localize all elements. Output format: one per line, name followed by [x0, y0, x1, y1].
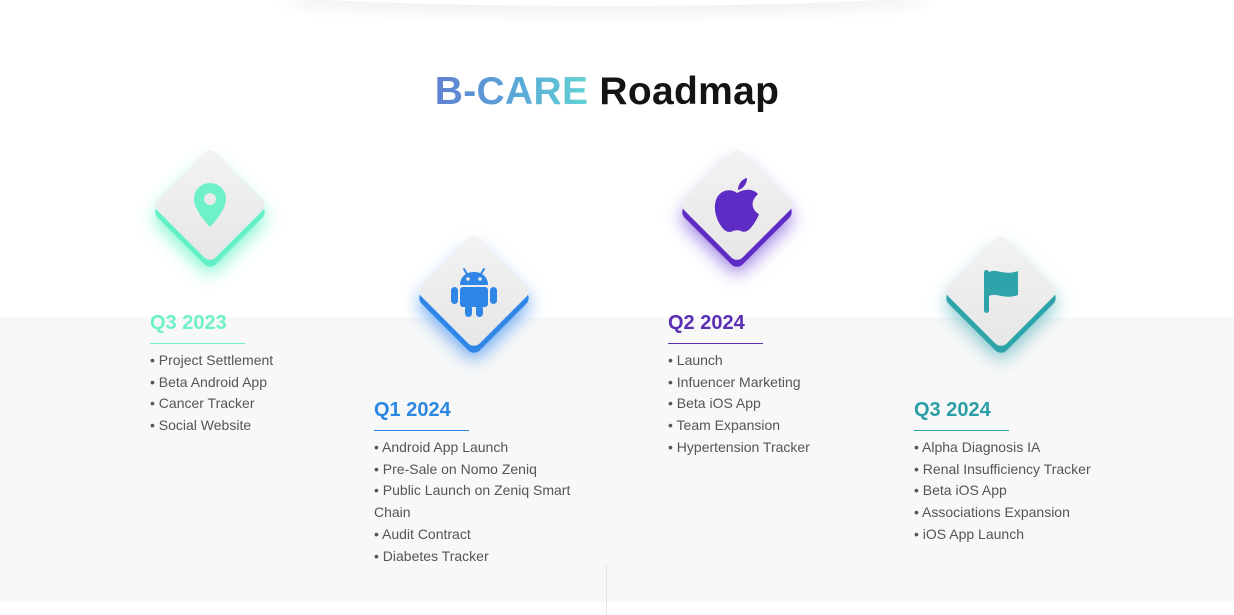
roadmap-background-band — [0, 317, 1234, 602]
list-item: • Android App Launch — [374, 439, 509, 455]
list-item: • Associations Expansion — [914, 504, 1070, 521]
phase-items: • Launch • Infuencer Marketing • Beta iO… — [668, 350, 898, 459]
list-item: • Beta iOS App — [668, 395, 761, 412]
phase-q2-2024: Q2 2024 • Launch • Infuencer Marketing •… — [668, 312, 898, 459]
phase-q1-2024-badge — [414, 231, 534, 351]
list-item: • Infuencer Marketing — [668, 373, 801, 390]
phase-q2-2024-badge — [677, 145, 797, 265]
phase-underline — [668, 343, 763, 344]
map-pin-icon — [194, 183, 226, 227]
phase-q3-2024: Q3 2024 • Alpha Diagnosis IA • Renal Ins… — [914, 399, 1144, 546]
phase-items: • Android App Launch • Pre-Sale on Nomo … — [374, 437, 604, 567]
page-title: B-CARE Roadmap — [0, 70, 1214, 114]
list-item: • Pre-Sale on Nomo Zeniq — [374, 460, 537, 477]
phase-underline — [914, 430, 1009, 431]
flag-icon — [984, 270, 1018, 313]
list-item: • Audit Contract — [374, 525, 471, 542]
phase-q3-2024-badge — [941, 231, 1061, 351]
list-item: • Cancer Tracker — [150, 395, 255, 412]
title-brand: B-CARE — [434, 70, 589, 113]
phase-title: Q1 2024 — [374, 399, 451, 421]
list-item: • Alpha Diagnosis IA — [914, 439, 1041, 455]
list-item: • Hypertension Tracker — [668, 438, 810, 455]
list-item: • iOS App Launch — [914, 525, 1024, 542]
phase-q3-2023: Q3 2023 • Project Settlement • Beta Andr… — [150, 312, 380, 437]
title-rest: Roadmap — [599, 70, 780, 113]
top-shadow — [280, 0, 930, 6]
phase-q3-2023-badge — [150, 145, 270, 265]
phase-underline — [374, 430, 469, 431]
phase-items: • Project Settlement • Beta Android App … — [150, 350, 380, 437]
phase-title: Q2 2024 — [668, 312, 745, 334]
list-item: • Project Settlement — [150, 352, 274, 368]
list-item: • Renal Insufficiency Tracker — [914, 460, 1091, 477]
phase-title: Q3 2024 — [914, 399, 991, 421]
list-item: • Beta iOS App — [914, 482, 1007, 499]
list-item: • Diabetes Tracker — [374, 547, 489, 564]
apple-icon — [714, 178, 759, 232]
list-item: • Social Website — [150, 417, 252, 434]
android-icon — [451, 268, 497, 317]
phase-q1-2024: Q1 2024 • Android App Launch • Pre-Sale … — [374, 399, 604, 567]
phase-title: Q3 2023 — [150, 312, 227, 334]
list-item: • Public Launch on Zeniq Smart Chain — [374, 482, 571, 521]
phase-underline — [150, 343, 245, 344]
phase-items: • Alpha Diagnosis IA • Renal Insufficien… — [914, 437, 1144, 546]
list-item: • Launch — [668, 352, 723, 368]
list-item: • Team Expansion — [668, 417, 781, 434]
center-divider — [606, 565, 607, 615]
list-item: • Beta Android App — [150, 373, 267, 390]
